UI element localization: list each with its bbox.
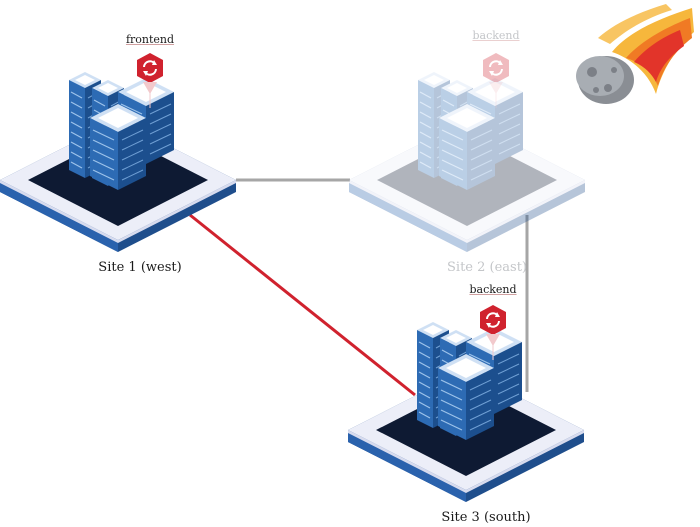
site-3-node <box>348 321 584 502</box>
site-3-service-label: backend <box>469 283 517 296</box>
site-1-service-label: frontend <box>125 33 175 46</box>
site-2-label: Site 2 (east) <box>447 260 527 275</box>
site-3-label: Site 3 (south) <box>441 510 531 525</box>
link-site1-site3 <box>189 213 416 397</box>
site-2-node <box>349 71 585 252</box>
site-1-label: Site 1 (west) <box>98 260 182 275</box>
meteor-icon <box>576 4 694 104</box>
site-2-service-label: backend <box>472 29 520 42</box>
